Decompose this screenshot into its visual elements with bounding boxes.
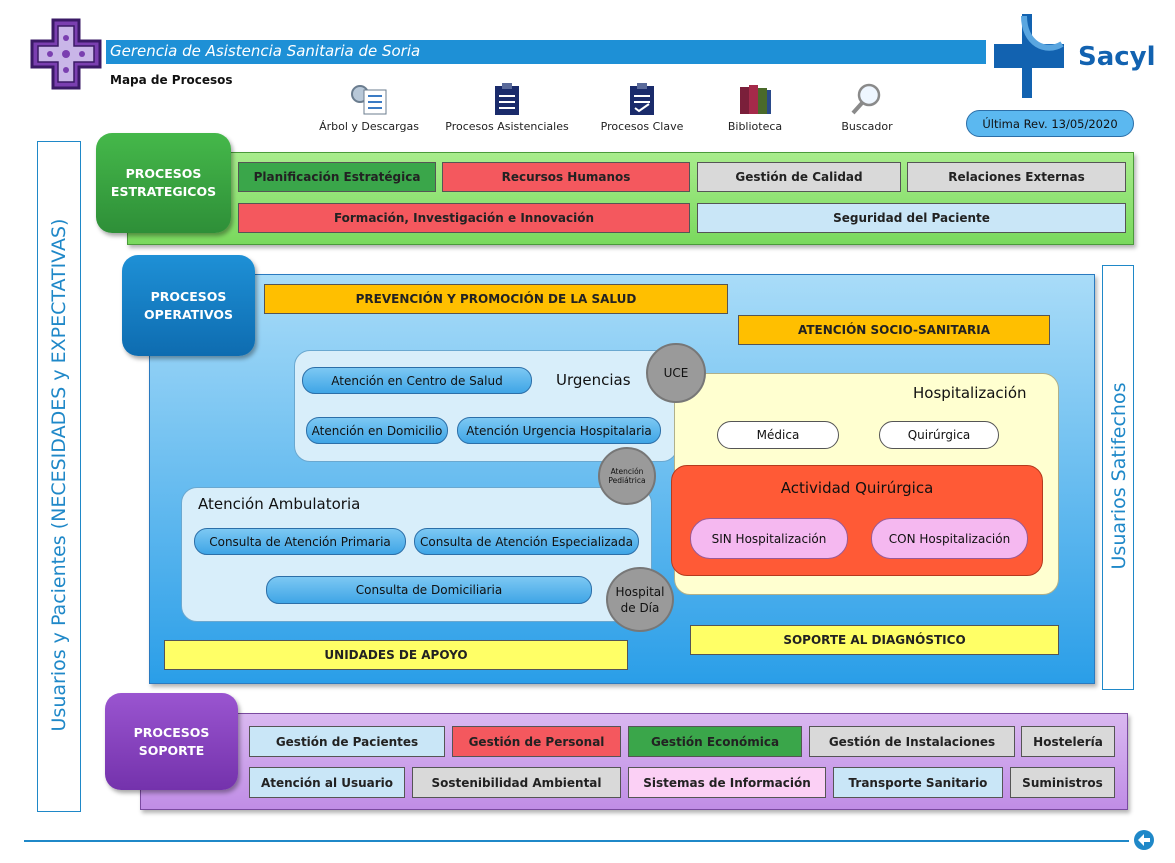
back-arrow-icon [1134,830,1154,850]
page-subtitle: Mapa de Procesos [110,73,233,87]
org-title: Gerencia de Asistencia Sanitaria de Sori… [110,42,421,60]
org-logo [28,16,104,92]
support-item[interactable]: Transporte Sanitario [833,767,1003,798]
tree-download-icon [351,85,387,115]
ambulatoria-item[interactable]: Consulta de Domiciliaria [266,576,592,604]
clipboard-icon [495,83,519,115]
hospitalizacion-item[interactable]: Quirúrgica [879,421,999,449]
sacyl-logo: Sacyl [994,14,1156,98]
urgencias-item[interactable]: Atención en Centro de Salud [302,367,532,394]
urgencias-title: Urgencias [556,371,631,389]
quirurgica-item[interactable]: SIN Hospitalización [690,518,848,559]
left-side-frame [37,141,81,812]
strategic-item[interactable]: Formación, Investigación e Innovación [238,203,690,233]
quirurgica-title: Actividad Quirúrgica [780,479,934,497]
support-item[interactable]: Atención al Usuario [249,767,405,798]
urgencias-item[interactable]: Atención en Domicilio [306,417,448,444]
support-item[interactable]: Gestión Económica [628,726,802,757]
ambulatoria-item[interactable]: Consulta de Atención Especializada [414,528,639,555]
apoyo-bar[interactable]: UNIDADES DE APOYO [164,640,628,670]
hospitalizacion-title: Hospitalización [913,384,1027,402]
left-side-label: Usuarios y Pacientes (NECESIDADES y EXPE… [48,218,70,732]
support-item[interactable]: Gestión de Personal [452,726,621,757]
title-bar: Gerencia de Asistencia Sanitaria de Sori… [106,40,986,64]
hospitalizacion-item[interactable]: Médica [717,421,839,449]
right-side-label: Usuarios Satifechos [1108,382,1130,570]
ambulatoria-title: Atención Ambulatoria [198,495,361,513]
revision-badge: Última Rev. 13/05/2020 [966,110,1134,137]
toolbar-arbol[interactable]: Árbol y Descargas [309,82,429,133]
strategic-item[interactable]: Gestión de Calidad [697,162,901,192]
clipboard-check-icon [630,83,654,115]
strategic-item[interactable]: Relaciones Externas [907,162,1126,192]
support-item[interactable]: Sostenibilidad Ambiental [412,767,621,798]
quirurgica-item[interactable]: CON Hospitalización [871,518,1028,559]
back-button[interactable] [1133,829,1155,851]
prevention-bar[interactable]: PREVENCIÓN Y PROMOCIÓN DE LA SALUD [264,284,728,314]
socio-sanitaria-bar[interactable]: ATENCIÓN SOCIO-SANITARIA [738,315,1050,345]
brand-name: Sacyl [1078,42,1156,72]
ambulatoria-item[interactable]: Consulta de Atención Primaria [194,528,406,555]
footer-line [24,840,1129,842]
toolbar-procesos-clave[interactable]: Procesos Clave [592,82,692,133]
diagnostico-bar[interactable]: SOPORTE AL DIAGNÓSTICO [690,625,1059,655]
strategic-item[interactable]: Planificación Estratégica [238,162,436,192]
strategic-item[interactable]: Seguridad del Paciente [697,203,1126,233]
books-icon [740,85,771,114]
toolbar-buscador[interactable]: Buscador [832,82,902,133]
uce-circle[interactable]: UCE [646,343,706,403]
right-side-frame [1102,265,1134,690]
support-item[interactable]: Sistemas de Información [628,767,826,798]
support-item[interactable]: Hostelería [1021,726,1115,757]
urgencias-item[interactable]: Atención Urgencia Hospitalaria [457,417,661,444]
magnifier-icon [851,83,881,115]
strategic-item[interactable]: Recursos Humanos [442,162,690,192]
toolbar-procesos-asistenciales[interactable]: Procesos Asistenciales [443,82,571,133]
support-item[interactable]: Suministros [1010,767,1115,798]
toolbar-biblioteca[interactable]: Biblioteca [720,82,790,133]
support-item[interactable]: Gestión de Pacientes [249,726,445,757]
support-item[interactable]: Gestión de Instalaciones [809,726,1015,757]
